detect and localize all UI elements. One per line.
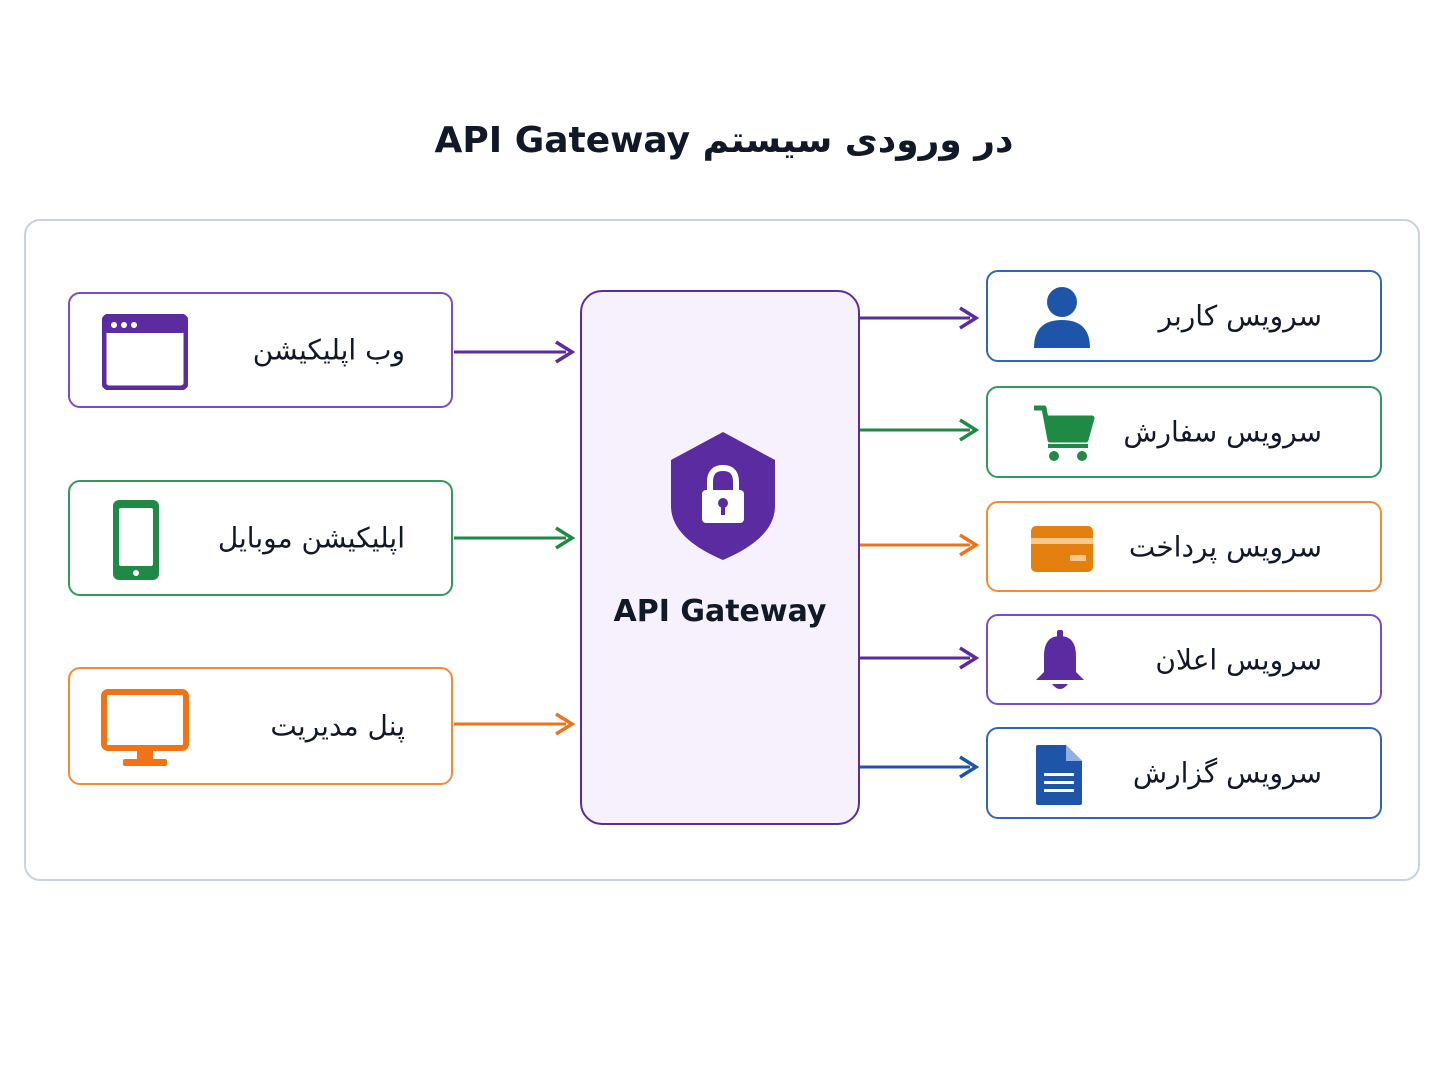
service-label: سرویس کاربر bbox=[1158, 299, 1322, 333]
arrow-gateway-to-payment-service bbox=[860, 533, 980, 557]
arrow-web-to-gateway bbox=[454, 340, 576, 364]
service-label: سرویس اعلان bbox=[1155, 643, 1322, 676]
client-web-app: وب اپلیکیشن bbox=[68, 292, 453, 408]
arrow-gateway-to-user-service bbox=[860, 306, 980, 330]
service-report: سرویس گزارش bbox=[986, 727, 1382, 819]
client-label: اپلیکیشن موبایل bbox=[217, 521, 405, 555]
service-user: سرویس کاربر bbox=[986, 270, 1382, 362]
user-icon bbox=[1034, 287, 1090, 348]
document-icon bbox=[1036, 745, 1082, 805]
gateway-label: API Gateway bbox=[613, 594, 827, 629]
diagram-title: API Gateway در ورودی سیستم bbox=[434, 120, 1014, 161]
shopping-cart-icon bbox=[1034, 405, 1095, 461]
desktop-monitor-icon bbox=[101, 689, 189, 766]
service-order: سرویس سفارش bbox=[986, 386, 1382, 478]
bell-icon bbox=[1036, 630, 1084, 689]
credit-card-icon bbox=[1031, 526, 1093, 572]
mobile-phone-icon bbox=[113, 500, 159, 580]
client-admin-panel: پنل مدیریت bbox=[68, 667, 453, 785]
service-payment: سرویس پرداخت bbox=[986, 501, 1382, 592]
arrow-admin-to-gateway bbox=[454, 712, 576, 736]
service-label: سرویس گزارش bbox=[1132, 756, 1322, 790]
client-label: پنل مدیریت bbox=[270, 709, 405, 743]
api-gateway-node: API Gateway bbox=[580, 290, 860, 825]
client-label: وب اپلیکیشن bbox=[252, 333, 405, 367]
client-mobile-app: اپلیکیشن موبایل bbox=[68, 480, 453, 596]
service-label: سرویس سفارش bbox=[1123, 415, 1322, 449]
diagram-frame bbox=[24, 219, 1420, 881]
browser-window-icon bbox=[102, 314, 188, 390]
arrow-gateway-to-report-service bbox=[860, 755, 980, 779]
shield-lock-icon bbox=[671, 432, 775, 560]
arrow-mobile-to-gateway bbox=[454, 526, 576, 550]
arrow-gateway-to-notification-service bbox=[860, 646, 980, 670]
arrow-gateway-to-order-service bbox=[860, 418, 980, 442]
service-label: سرویس پرداخت bbox=[1128, 530, 1322, 563]
service-notification: سرویس اعلان bbox=[986, 614, 1382, 705]
